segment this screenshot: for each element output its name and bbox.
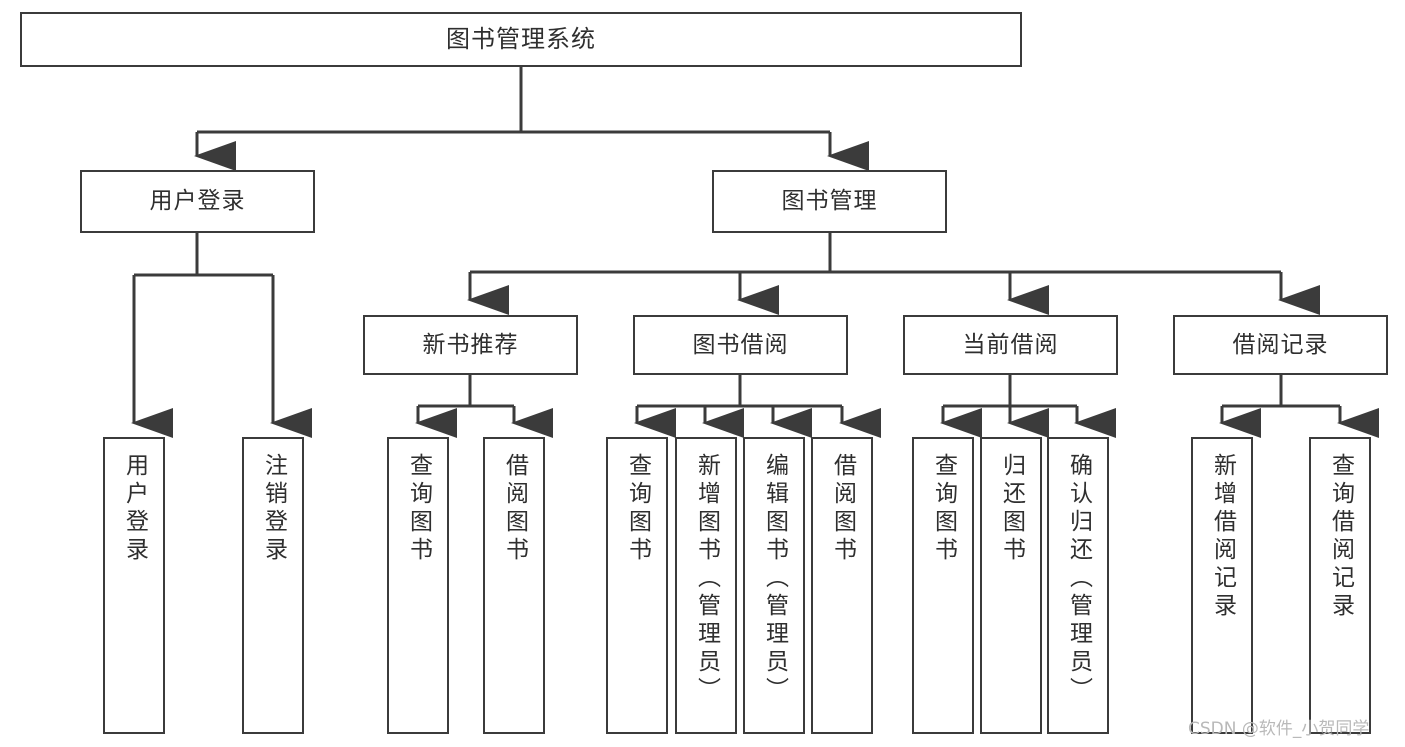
node-label: 查询图书 [930, 453, 957, 565]
leaf-edit-book[interactable]: 编辑图书（管理员） [743, 437, 805, 734]
node-label: 查询借阅记录 [1327, 453, 1354, 621]
leaf-add-book[interactable]: 新增图书（管理员） [675, 437, 737, 734]
node-label: 新书推荐 [422, 331, 519, 358]
node-label: 注销登录 [260, 453, 287, 565]
node-label: 用户登录 [149, 188, 246, 215]
node-label: 借阅图书 [829, 453, 856, 565]
node-book-manage[interactable]: 图书管理 [712, 170, 947, 233]
leaf-query-book-1[interactable]: 查询图书 [387, 437, 449, 734]
leaf-borrow-book-2[interactable]: 借阅图书 [811, 437, 873, 734]
leaf-borrow-book-1[interactable]: 借阅图书 [483, 437, 545, 734]
node-label: 确认归还（管理员） [1065, 453, 1092, 705]
leaf-confirm-return[interactable]: 确认归还（管理员） [1047, 437, 1109, 734]
node-borrow-record[interactable]: 借阅记录 [1173, 315, 1388, 375]
node-label: 新增借阅记录 [1209, 453, 1236, 621]
leaf-user-login[interactable]: 用户登录 [103, 437, 165, 734]
leaf-query-record[interactable]: 查询借阅记录 [1309, 437, 1371, 734]
leaf-user-logout[interactable]: 注销登录 [242, 437, 304, 734]
leaf-add-record[interactable]: 新增借阅记录 [1191, 437, 1253, 734]
csdn-watermark: CSDN @软件_小贺同学 [1188, 719, 1370, 739]
node-label: 当前借阅 [962, 331, 1059, 358]
node-book-borrow[interactable]: 图书借阅 [633, 315, 848, 375]
node-label: 归还图书 [998, 453, 1025, 565]
node-label: 查询图书 [405, 453, 432, 565]
node-label: 借阅图书 [501, 453, 528, 565]
leaf-return-book[interactable]: 归还图书 [980, 437, 1042, 734]
node-label: 新增图书（管理员） [693, 453, 720, 705]
node-new-book-rec[interactable]: 新书推荐 [363, 315, 578, 375]
node-label: 借阅记录 [1232, 331, 1329, 358]
node-label: 图书管理 [781, 188, 878, 215]
node-root-system[interactable]: 图书管理系统 [20, 12, 1022, 67]
node-label: 图书管理系统 [446, 24, 596, 53]
node-label: 用户登录 [121, 453, 148, 565]
node-label: 查询图书 [624, 453, 651, 565]
leaf-query-book-3[interactable]: 查询图书 [912, 437, 974, 734]
node-user-login[interactable]: 用户登录 [80, 170, 315, 233]
node-label: 图书借阅 [692, 331, 789, 358]
node-current-borrow[interactable]: 当前借阅 [903, 315, 1118, 375]
leaf-query-book-2[interactable]: 查询图书 [606, 437, 668, 734]
node-label: 编辑图书（管理员） [761, 453, 788, 705]
